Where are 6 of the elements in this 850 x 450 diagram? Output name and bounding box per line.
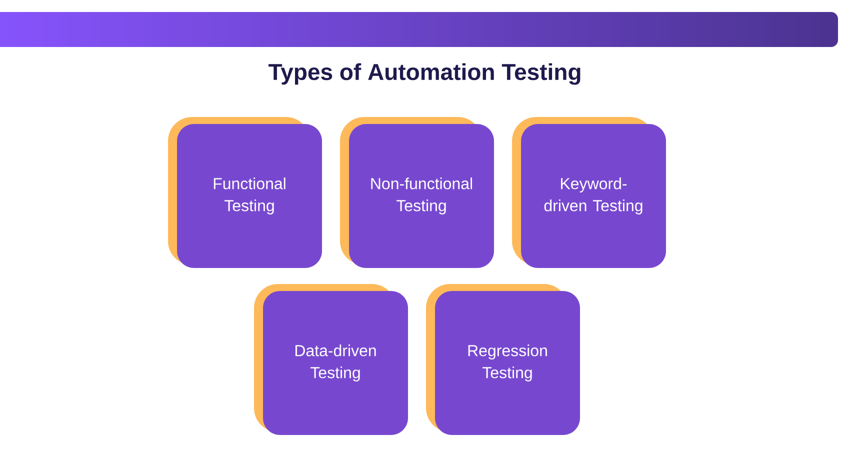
card: Keyword-driven Testing bbox=[512, 117, 666, 268]
title: Types of Automation Testing bbox=[268, 63, 580, 85]
card: Functional Testing bbox=[168, 117, 322, 268]
card: Non-functional Testing bbox=[340, 117, 494, 268]
card: Regression Testing bbox=[426, 284, 580, 435]
card: Data-driven Testing bbox=[254, 284, 408, 435]
